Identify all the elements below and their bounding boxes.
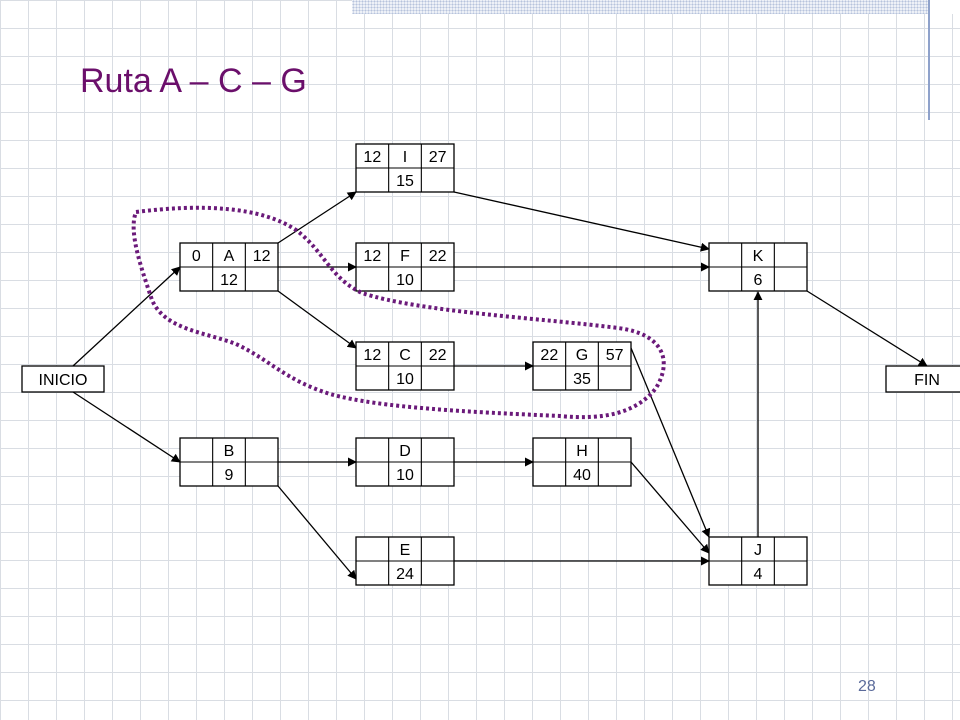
node-name: F (400, 248, 410, 265)
node-duration: 9 (225, 467, 234, 484)
node-early-start: 0 (192, 248, 201, 265)
activity-node-a: 0 A 12 12 (179, 242, 279, 292)
page-number: 28 (858, 678, 876, 695)
node-early-finish: 22 (429, 248, 447, 265)
activity-node-h: H 40 (532, 437, 632, 487)
node-early-start: 12 (363, 248, 381, 265)
activity-node-f: 12 F 22 10 (355, 242, 455, 292)
edge-a-i (277, 191, 357, 244)
node-name: I (403, 149, 407, 166)
edge-g-j (630, 347, 711, 538)
activity-node-b: B9 (179, 437, 279, 487)
node-early-finish: 27 (429, 149, 447, 166)
node-name: G (576, 347, 588, 364)
node-early-finish: 22 (429, 347, 447, 364)
node-duration: 10 (396, 467, 414, 484)
edge-h-j (630, 461, 710, 554)
activity-node-g: 22 G 57 35 (532, 341, 632, 391)
node-name: J (754, 542, 762, 559)
node-duration: 10 (396, 272, 414, 289)
node-duration: 15 (396, 173, 414, 190)
terminal-node-fin: FIN (885, 365, 960, 393)
slide-title: Ruta A – C – G (80, 62, 307, 100)
edge-inicio-b (72, 391, 181, 463)
top-decor-bar (352, 0, 960, 14)
node-name: D (399, 443, 411, 460)
node-duration: 6 (754, 272, 763, 289)
activity-node-d: D 10 (355, 437, 455, 487)
node-early-start: 12 (363, 347, 381, 364)
edge-b-e (277, 485, 357, 580)
edge-i-k (453, 191, 710, 252)
node-duration: 10 (396, 371, 414, 388)
activity-node-k: K6 (708, 242, 808, 292)
node-name: B (224, 443, 235, 460)
node-duration: 40 (573, 467, 591, 484)
node-name: C (399, 347, 411, 364)
node-duration: 4 (754, 566, 763, 583)
terminal-box (21, 365, 105, 393)
node-duration: 12 (220, 272, 238, 289)
node-duration: 35 (573, 371, 591, 388)
node-name: A (224, 248, 235, 265)
node-early-start: 12 (363, 149, 381, 166)
terminal-label: INICIO (39, 372, 88, 389)
terminal-box (885, 365, 960, 393)
activity-node-j: J4 (708, 536, 808, 586)
node-duration: 24 (396, 566, 414, 583)
activity-node-e: E 24 (355, 536, 455, 586)
node-name: H (576, 443, 588, 460)
edge-k-fin (806, 290, 928, 367)
node-early-finish: 57 (606, 347, 624, 364)
node-early-start: 22 (540, 347, 558, 364)
side-decor-gap (930, 0, 960, 14)
terminal-node-inicio: INICIO (21, 365, 105, 393)
node-name: K (753, 248, 764, 265)
activity-node-c: 12 C 22 10 (355, 341, 455, 391)
node-name: E (400, 542, 411, 559)
highlighted-route-outline (131, 205, 666, 420)
edges-layer (72, 191, 928, 580)
edge-inicio-a (72, 266, 181, 367)
terminal-label: FIN (914, 372, 940, 389)
edge-a-c (277, 290, 357, 349)
activity-node-i: 12 I 27 15 (355, 143, 455, 193)
side-decor-rule (928, 0, 930, 120)
node-early-finish: 12 (253, 248, 271, 265)
